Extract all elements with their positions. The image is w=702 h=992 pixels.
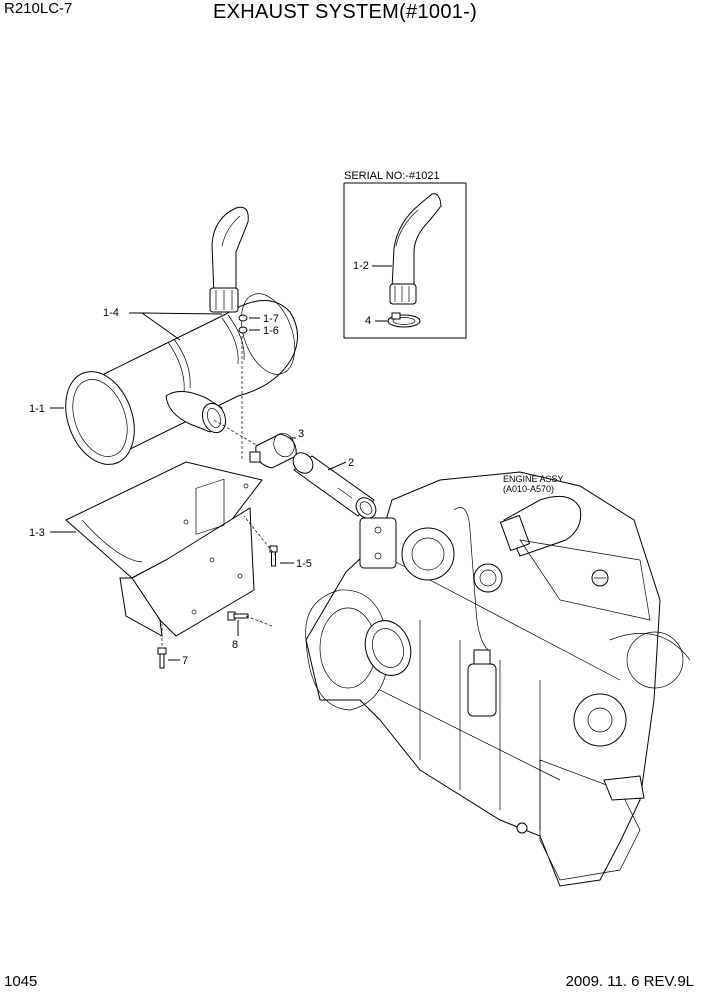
clamp-part: [249, 432, 297, 469]
callout-1-7: 1-7: [263, 313, 279, 325]
inset-caption: SERIAL NO:-#1021: [344, 170, 440, 182]
page-number: 1045: [4, 973, 38, 990]
date-revision: 2009. 11. 6 REV.9L: [565, 973, 694, 990]
callout-1-6: 1-6: [263, 325, 279, 337]
callout-1-2: 1-2: [353, 260, 369, 272]
curved-stack-part: [389, 193, 442, 305]
callout-8: 8: [232, 639, 238, 651]
leader-lines: [50, 312, 347, 661]
model-code: R210LC-7: [4, 0, 73, 17]
engine-note-line2: (A010-A570): [503, 484, 554, 494]
inset-clamp-part: [387, 312, 421, 328]
bolt-8: [227, 611, 249, 621]
bolt-7: [157, 647, 167, 669]
page-title: EXHAUST SYSTEM(#1001-): [213, 1, 478, 23]
muffler-assembly: [65, 206, 298, 465]
callout-3: 3: [298, 428, 304, 440]
callouts: 1-4 1-7 1-6 1-1 3 2 1-3 1-5 7 8 ENGINE A…: [29, 307, 564, 667]
bolt-1-5: [269, 545, 278, 567]
pipe-part: [292, 452, 377, 519]
bracket-part: [65, 461, 263, 637]
callout-1-1: 1-1: [29, 403, 45, 415]
callout-1-4: 1-4: [103, 307, 119, 319]
callout-7: 7: [182, 655, 188, 667]
engine-note-line1: ENGINE ASSY: [503, 474, 564, 484]
callout-1-5: 1-5: [296, 558, 312, 570]
callout-2: 2: [348, 457, 354, 469]
callout-4: 4: [365, 315, 371, 327]
callout-1-3: 1-3: [29, 527, 45, 539]
serial-inset: SERIAL NO:-#1021 1-2 4: [343, 170, 467, 339]
engine-assembly: [305, 471, 691, 887]
